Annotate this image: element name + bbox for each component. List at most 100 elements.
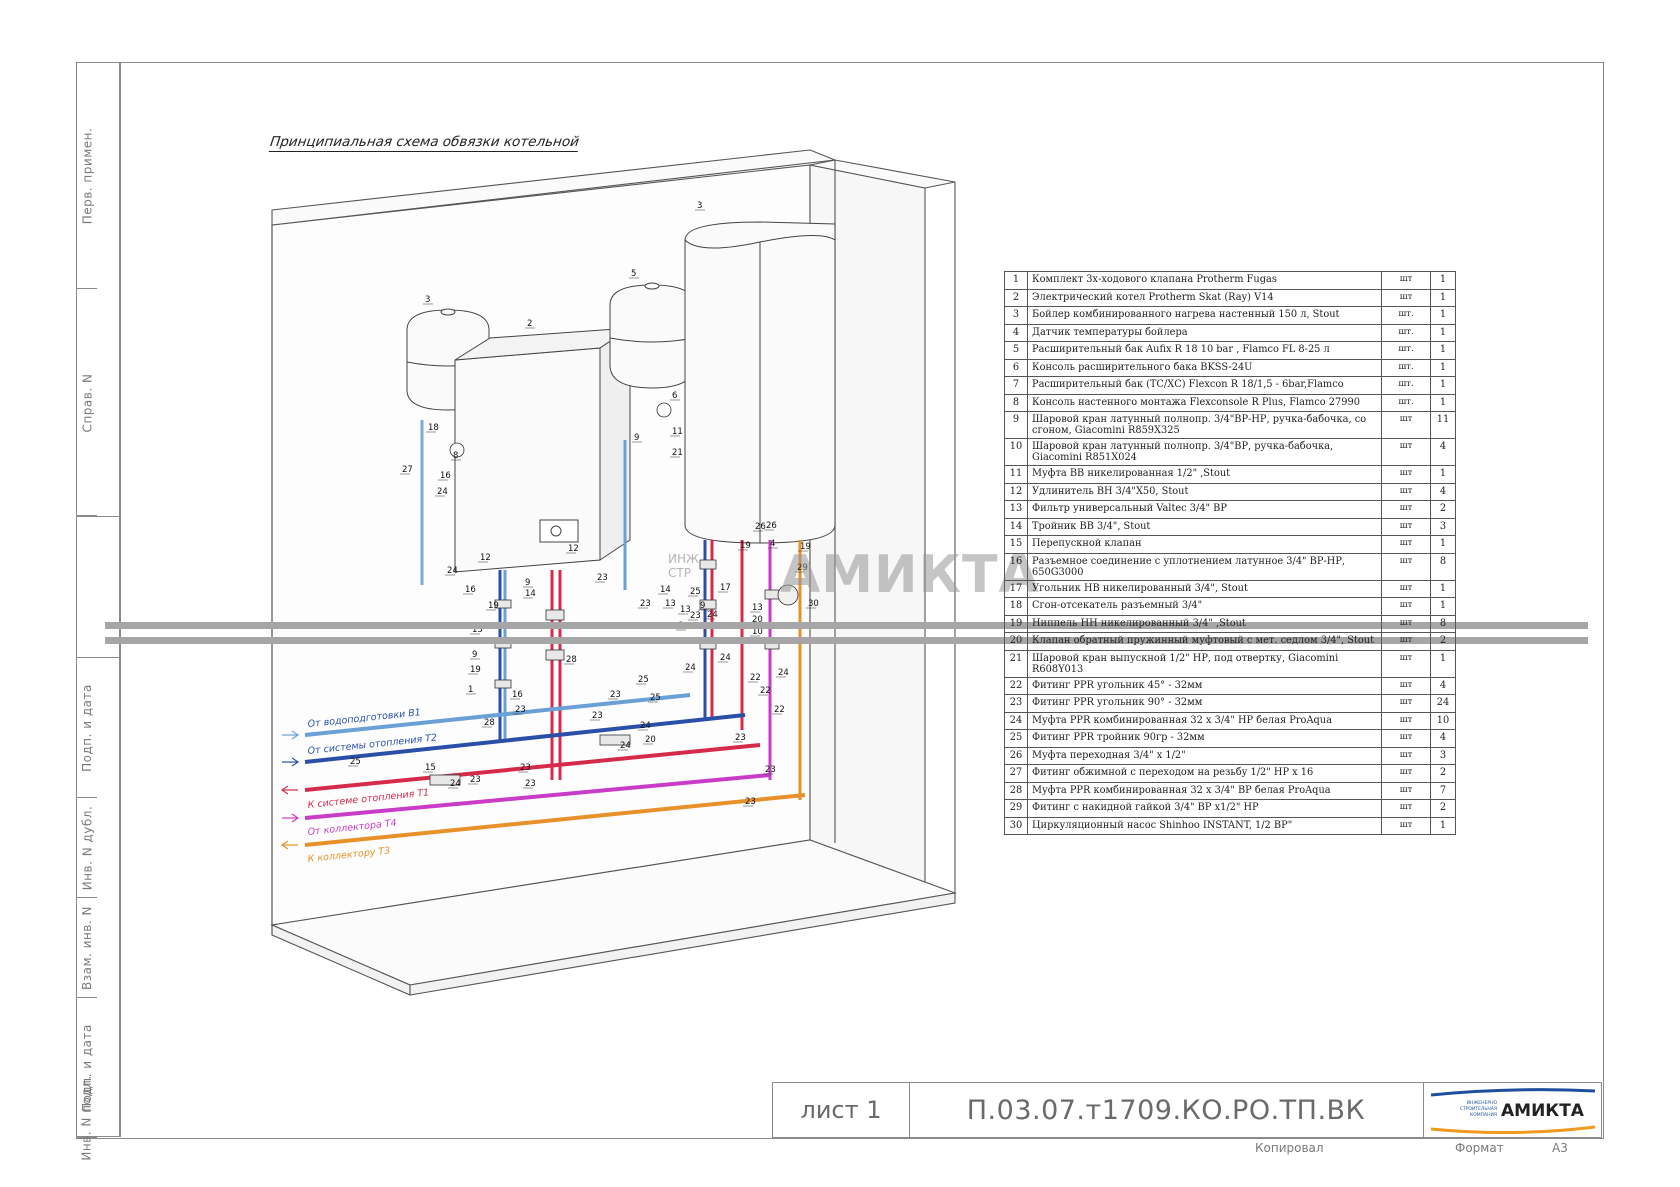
cell-qty: 4 — [1430, 729, 1456, 748]
callout-number: 25 — [638, 675, 649, 685]
callout-number: 13 — [472, 625, 483, 635]
cell-qty: 1 — [1430, 535, 1456, 554]
cell-n: 7 — [1004, 376, 1028, 395]
callout-number: 23 — [525, 779, 536, 789]
callout-number: 29 — [797, 563, 808, 573]
cell-name: Фитинг PPR угольник 45° - 32мм — [1027, 676, 1382, 695]
cell-name: Муфта переходная 3/4" x 1/2" — [1027, 746, 1382, 765]
cell-name: Шаровой кран выпускной 1/2" НР, под отве… — [1027, 649, 1382, 678]
callout-number: 24 — [685, 663, 696, 673]
callout-number: 19 — [800, 542, 811, 552]
callout-number: 25 — [350, 757, 361, 767]
cell-unit: шт — [1381, 614, 1431, 633]
callout-number: 1 — [468, 685, 473, 695]
cell-n: 24 — [1004, 711, 1028, 730]
format-value: А3 — [1552, 1141, 1568, 1155]
callout-number: 24 — [720, 653, 731, 663]
callout-number: 22 — [750, 673, 761, 683]
callout-number: 13 — [680, 605, 691, 615]
sheet-number: лист 1 — [773, 1083, 910, 1137]
cell-n: 10 — [1004, 438, 1028, 466]
callout-number: 15 — [425, 763, 436, 773]
cell-n: 6 — [1004, 358, 1028, 377]
callout-number: 24 — [437, 487, 448, 497]
callout-number: 14 — [660, 585, 671, 595]
callout-number: 28 — [484, 718, 495, 728]
callout-number: 14 — [525, 589, 536, 599]
callout-number: 16 — [465, 585, 476, 595]
cell-n: 20 — [1004, 632, 1028, 651]
cell-name: Расширительный бак Aufix R 18 10 bar , F… — [1027, 341, 1382, 360]
cell-unit: шт — [1381, 799, 1431, 818]
cell-qty: 8 — [1430, 552, 1456, 581]
cell-unit: шт — [1381, 438, 1431, 466]
cell-n: 15 — [1004, 535, 1028, 554]
cell-qty: 1 — [1430, 288, 1456, 307]
watermark-subtext: ИНЖ СТР — [668, 552, 699, 580]
cell-qty: 1 — [1430, 465, 1456, 484]
callout-number: 23 — [520, 763, 531, 773]
cell-name: Фитинг PPR угольник 90° - 32мм — [1027, 694, 1382, 713]
cell-name: Сгон-отсекатель разъемный 3/4" — [1027, 597, 1382, 616]
callout-number: 23 — [745, 797, 756, 807]
cell-qty: 8 — [1430, 614, 1456, 633]
cell-qty: 11 — [1430, 411, 1456, 439]
cell-n: 23 — [1004, 694, 1028, 713]
cell-name: Шаровой кран латунный полнопр. 3/4"ВР, р… — [1027, 438, 1382, 466]
cell-n: 2 — [1004, 288, 1028, 307]
cell-qty: 3 — [1430, 746, 1456, 765]
electric-boiler — [454, 327, 632, 573]
cell-unit: шт — [1381, 482, 1431, 501]
cell-qty: 4 — [1430, 438, 1456, 466]
cell-name: Бойлер комбинированного нагрева настенны… — [1027, 306, 1382, 325]
title-block: лист 1 П.03.07.т1709.КО.РО.ТП.ВК ИНЖЕНЕР… — [772, 1082, 1602, 1138]
water-heater — [684, 221, 836, 544]
callout-number: 19 — [470, 665, 481, 675]
callout-number: 24 — [450, 779, 461, 789]
cell-unit: шт — [1381, 781, 1431, 800]
cell-n: 3 — [1004, 306, 1028, 325]
cell-unit: шт — [1381, 288, 1431, 307]
callout-number: 9 — [700, 601, 705, 611]
cell-n: 27 — [1004, 764, 1028, 783]
cell-qty: 4 — [1430, 676, 1456, 695]
cell-n: 26 — [1004, 746, 1028, 765]
cell-name: Расширительный бак (ТС/ХС) Flexcon R 18/… — [1027, 376, 1382, 395]
risers — [420, 420, 802, 800]
callout-number: 23 — [597, 573, 608, 583]
cell-n: 29 — [1004, 799, 1028, 818]
callout-number: 3 — [425, 295, 430, 305]
cell-name: Ниппель НН никелированный 3/4" ,Stout — [1027, 614, 1382, 633]
callout-number: 25 — [690, 587, 701, 597]
callout-number: 22 — [774, 705, 785, 715]
callout-number: 16 — [440, 471, 451, 481]
cell-name: Фитинг обжимной с переходом на резьбу 1/… — [1027, 764, 1382, 783]
cell-unit: шт — [1381, 746, 1431, 765]
cell-qty: 1 — [1430, 579, 1456, 598]
cell-name: Клапан обратный пружинный муфтовый с мет… — [1027, 632, 1382, 651]
callout-number: 24 — [707, 610, 718, 620]
cell-qty: 2 — [1430, 632, 1456, 651]
cell-name: Муфта PPR комбинированная 32 x 3/4" ВР б… — [1027, 781, 1382, 800]
cell-unit: шт. — [1381, 393, 1431, 412]
cell-unit: шт. — [1381, 376, 1431, 395]
cell-name: Консоль расширительного бака BKSS-24U — [1027, 358, 1382, 377]
callout-number: 20 — [752, 615, 763, 625]
